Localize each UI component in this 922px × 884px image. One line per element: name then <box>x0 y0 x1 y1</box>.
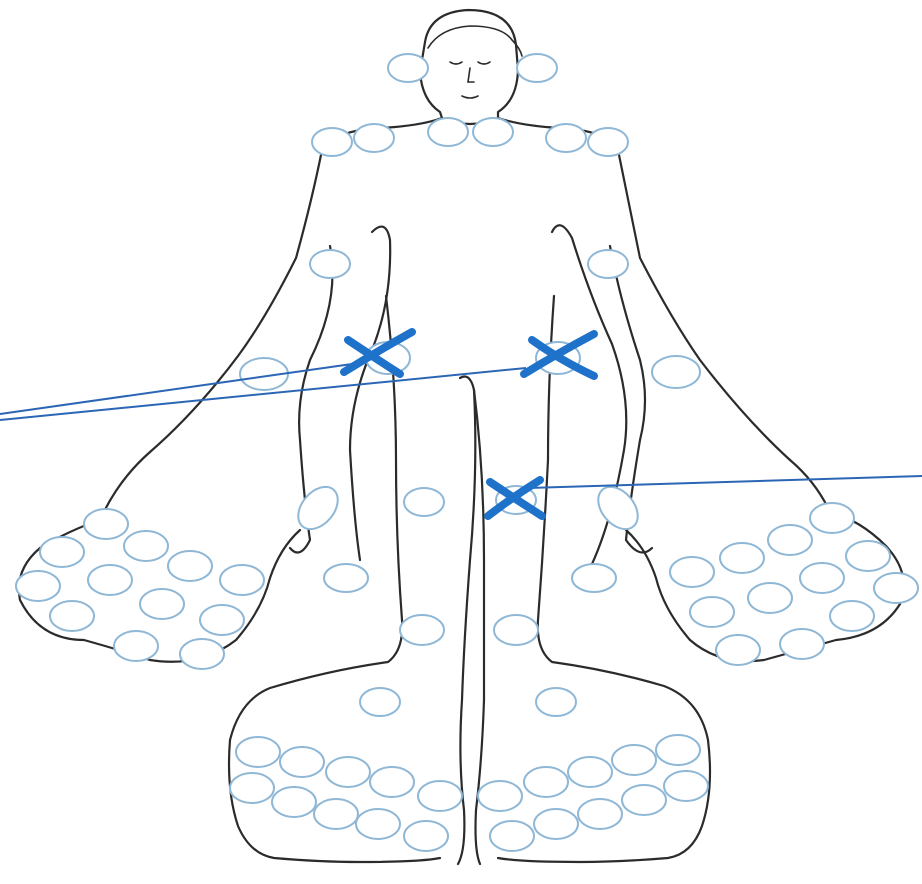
joint-left-hand-2 <box>768 525 812 555</box>
joint-right-hand-5 <box>88 565 132 595</box>
joint-right-hand-2 <box>40 537 84 567</box>
joint-left-wrist <box>652 356 700 388</box>
joint-right-tmj <box>388 54 428 82</box>
joint-left-hand-7 <box>874 573 918 603</box>
mouth <box>462 96 478 98</box>
joint-left-foot-7 <box>622 785 666 815</box>
joint-left-thumb-ip <box>590 479 645 536</box>
left-eye <box>450 62 462 64</box>
joint-left-hand-12 <box>780 629 824 659</box>
head-outline <box>420 10 518 124</box>
joint-left-hand-3 <box>846 541 890 571</box>
joint-right-hand-8 <box>50 601 94 631</box>
joint-right-foot-4 <box>370 767 414 797</box>
joint-right-foot-6 <box>230 773 274 803</box>
joint-left-ankle <box>494 615 538 645</box>
joint-left-ac <box>546 124 586 152</box>
joint-right-thumb-ip <box>290 479 345 536</box>
joint-right-foot-10 <box>404 821 448 851</box>
joint-right-hand-1 <box>84 509 128 539</box>
right-eye <box>478 62 490 64</box>
torso-and-arms-outline <box>100 118 830 520</box>
joint-left-subtalar <box>536 688 576 716</box>
joint-left-foot-2 <box>612 745 656 775</box>
joint-right-foot-2 <box>280 747 324 777</box>
joint-right-subtalar <box>360 688 400 716</box>
joint-right-foot-3 <box>326 757 370 787</box>
joint-right-ankle <box>400 615 444 645</box>
hair-line <box>428 26 522 56</box>
joint-right-elbow <box>310 250 350 278</box>
joint-left-hand-11 <box>716 635 760 665</box>
joint-right-foot-9 <box>356 809 400 839</box>
leader-line-left-knee <box>528 476 922 488</box>
joint-right-sc <box>428 118 468 146</box>
joint-right-thumb-mcp <box>324 564 368 592</box>
joint-right-hand-7 <box>220 565 264 595</box>
joint-left-tmj <box>517 54 557 82</box>
joint-left-sc <box>473 118 513 146</box>
joint-left-shoulder <box>588 128 628 156</box>
joint-left-hand-5 <box>670 557 714 587</box>
joint-left-foot-9 <box>534 809 578 839</box>
joint-left-foot-6 <box>664 771 708 801</box>
joint-left-elbow <box>588 250 628 278</box>
joint-right-hand-3 <box>124 531 168 561</box>
joint-right-foot-8 <box>314 799 358 829</box>
joint-left-foot-4 <box>524 767 568 797</box>
joint-left-hand-4 <box>720 543 764 573</box>
joint-left-foot-8 <box>578 799 622 829</box>
joint-left-foot-5 <box>478 781 522 811</box>
joint-left-hand-9 <box>690 597 734 627</box>
nose <box>468 68 474 82</box>
joint-right-knee <box>404 488 444 516</box>
right-inner-arm-line <box>350 227 390 560</box>
joint-right-hand-10 <box>200 605 244 635</box>
joint-left-foot-1 <box>656 735 700 765</box>
joint-right-shoulder <box>312 128 352 156</box>
joint-left-hand-10 <box>830 601 874 631</box>
joint-right-foot-5 <box>418 781 462 811</box>
joint-right-foot-1 <box>236 737 280 767</box>
joint-right-foot-7 <box>272 787 316 817</box>
joint-right-hand-11 <box>114 631 158 661</box>
joint-right-hand-4 <box>16 571 60 601</box>
joint-right-hand-12 <box>180 639 224 669</box>
joint-right-hand-9 <box>140 589 184 619</box>
joint-right-ac <box>354 124 394 152</box>
joint-right-hand-6 <box>168 551 212 581</box>
leader-lines <box>0 364 922 488</box>
affected-joint-marks <box>344 332 594 516</box>
joint-left-hand-1 <box>810 503 854 533</box>
joint-left-hand-8 <box>748 583 792 613</box>
joint-left-hand-6 <box>800 563 844 593</box>
joint-left-foot-3 <box>568 757 612 787</box>
joint-left-thumb-mcp <box>572 564 616 592</box>
joint-left-foot-10 <box>490 821 534 851</box>
